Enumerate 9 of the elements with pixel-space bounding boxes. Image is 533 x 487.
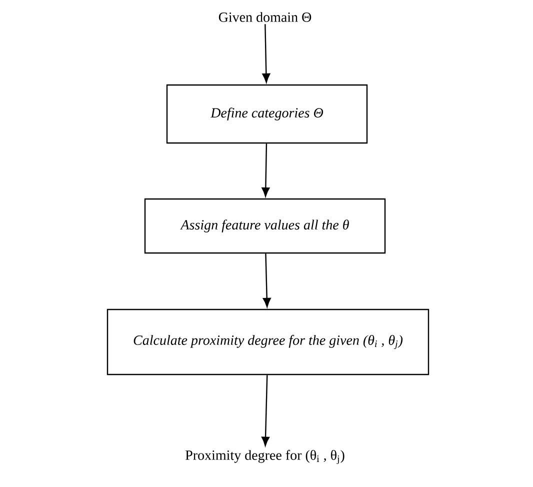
process-box: Define categories Θ: [166, 84, 368, 144]
arrow: [262, 254, 271, 308]
process-box: Calculate proximity degree for the given (θ$_{i}$ , θ$_{j}$): [106, 308, 430, 376]
flow-text: Given domain Θ: [218, 12, 312, 22]
process-box: Assign feature values all the θ: [144, 198, 386, 254]
arrow: [262, 144, 270, 197]
flow-text: Proximity degree for (θ$_{i}$ , θ$_{j}$): [186, 450, 344, 464]
arrow: [262, 24, 270, 83]
arrow: [262, 375, 270, 446]
